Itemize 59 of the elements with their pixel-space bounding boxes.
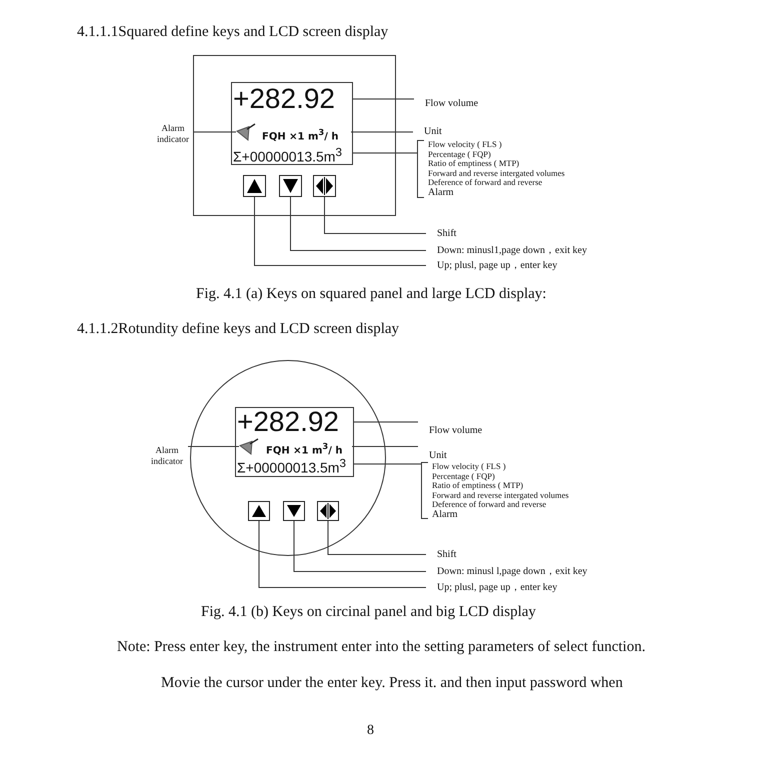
leader-line <box>352 152 418 154</box>
callout-label: Percentage ( FQP) <box>432 472 496 482</box>
callout-label: Down: minusl l,page down，exit key <box>426 565 616 578</box>
callout-label: Unit <box>413 125 488 138</box>
lcd-reading: +282.92 <box>237 408 353 436</box>
callout-label: Ratio of emptiness ( MTP) <box>428 159 520 169</box>
up-key <box>248 501 270 521</box>
lcd-reading: +282.92 <box>233 84 352 114</box>
callout-label: Flow volume <box>414 97 524 111</box>
callout-label: Up; plusl, page up，enter key <box>426 259 616 272</box>
callout-label: Unit <box>418 449 493 462</box>
callout-label: Forward and reverse intergated volumes <box>428 168 566 178</box>
leader-line <box>254 196 426 266</box>
callout-label: Up; plusl, page up，enter key <box>426 581 616 594</box>
lcd-screen <box>231 82 353 165</box>
lcd-unit-text: FQH ×1 m$^{3}$/ h <box>262 124 351 140</box>
leader-line <box>290 196 426 251</box>
callout-label: Deference of forward and reverse <box>428 178 544 188</box>
lcd-unit-text: FQH ×1 m$^{3}$/ h <box>266 439 352 454</box>
shift-key <box>313 175 336 197</box>
figure-caption: Fig. 4.1 (b) Keys on circinal panel and big LCD display <box>201 604 536 621</box>
round-panel <box>190 360 386 556</box>
lcd-screen <box>235 407 354 477</box>
section-heading: 4.1.1.1Squared define keys and LCD screen display <box>77 24 388 41</box>
callout-label: Percentage ( FQP) <box>428 150 492 160</box>
callout-label: Shift <box>426 227 496 240</box>
callout-label: Alarm indicator <box>146 443 188 469</box>
callout-label: Flow volume <box>418 424 528 438</box>
callout-label: Deference of forward and reverse <box>432 500 548 510</box>
speaker-icon <box>236 123 256 141</box>
leader-line <box>188 446 240 447</box>
up-key <box>243 175 266 197</box>
page-number: 8 <box>367 723 374 739</box>
leader-line <box>294 520 426 572</box>
leader-line <box>352 446 418 447</box>
callout-label: Flow velocity ( FLS ) <box>428 140 503 150</box>
figure-caption: Fig. 4.1 (a) Keys on squared panel and large LCD display: <box>196 286 546 303</box>
callout-label: Alarm indicator <box>152 121 194 149</box>
square-panel <box>193 55 396 216</box>
leader-line <box>258 520 426 588</box>
down-key <box>279 175 302 197</box>
body-text: Movie the cursor under the enter key. Press it. and then input password when <box>161 675 623 692</box>
leader-line <box>328 520 426 555</box>
callout-label: Alarm <box>428 188 455 198</box>
callout-label: Ratio of emptiness ( MTP) <box>432 481 524 491</box>
down-key <box>283 501 305 521</box>
callout-label: Forward and reverse intergated volumes <box>432 490 570 500</box>
lcd-total: Σ+00000013.5m$^{3}$ <box>233 143 352 163</box>
callout-label: Down: minusl1,page down，exit key <box>426 244 616 257</box>
callout-label: Flow velocity ( FLS ) <box>432 462 507 472</box>
speaker-icon <box>239 438 259 455</box>
section-heading: 4.1.1.2Rotundity define keys and LCD screen display <box>77 321 400 338</box>
shift-key <box>317 501 339 521</box>
leader-line <box>352 98 414 100</box>
lcd-total: Σ+00000013.5m$^{3}$ <box>237 455 353 473</box>
leader-line <box>324 196 426 234</box>
callout-label: Shift <box>426 548 496 561</box>
callout-label: Alarm <box>432 510 459 520</box>
body-text: Note: Press enter key, the instrument enter into the setting parameters of select function. <box>117 639 646 656</box>
